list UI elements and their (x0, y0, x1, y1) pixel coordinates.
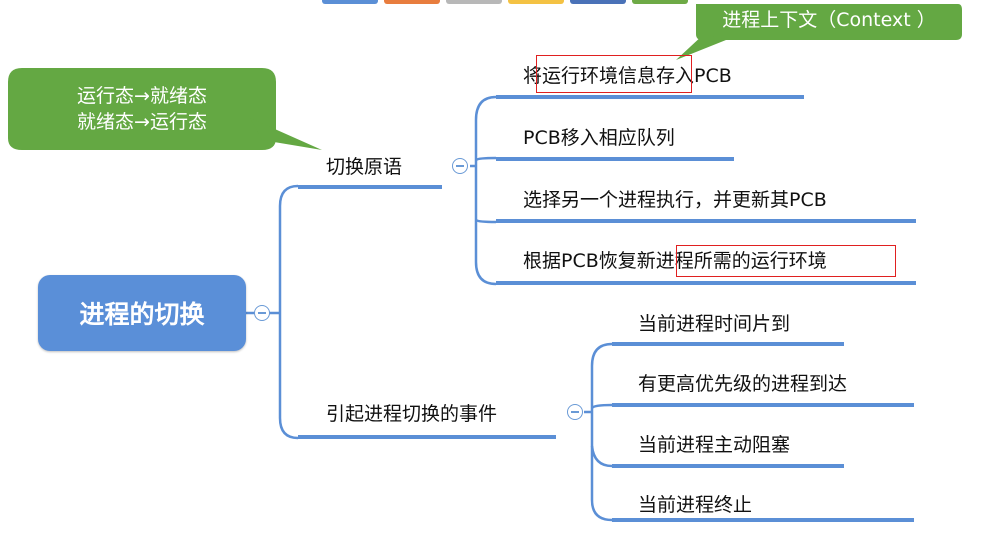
palette-swatch-gray[interactable] (446, 0, 502, 4)
root-collapse-icon[interactable] (254, 305, 270, 321)
highlight-box-required-env (676, 245, 896, 277)
leaf-active-block[interactable]: 当前进程主动阻塞 (638, 434, 791, 456)
leaf-underline (496, 281, 916, 285)
highlight-box-run-env (536, 55, 692, 93)
palette-swatch-blue[interactable] (322, 0, 378, 4)
leaf-terminate[interactable]: 当前进程终止 (638, 494, 753, 516)
leaf-higher-priority[interactable]: 有更高优先级的进程到达 (638, 373, 848, 395)
root-node[interactable]: 进程的切换 (38, 275, 246, 351)
leaf-save-context[interactable]: 将运行环境信息存入PCB (523, 65, 732, 87)
branch-switch-primitive[interactable]: 切换原语 (326, 156, 403, 178)
palette-swatch-darkblue[interactable] (570, 0, 626, 4)
leaf-underline (496, 219, 916, 223)
palette-swatch-orange[interactable] (384, 0, 440, 4)
leaf-restore-context[interactable]: 根据PCB恢复新进程所需的运行环境 (523, 250, 827, 272)
leaf-underline (612, 464, 844, 468)
state-transition-callout: 运行态→就绪态 就绪态→运行态 (8, 83, 276, 135)
branch-underline (298, 185, 442, 189)
palette-swatch-yellow[interactable] (508, 0, 564, 4)
leaf-underline (612, 403, 914, 407)
branch-switch-events[interactable]: 引起进程切换的事件 (326, 403, 498, 425)
callout-line-1: 运行态→就绪态 (77, 85, 207, 107)
leaf-underline (496, 157, 734, 161)
leaf-underline (612, 342, 844, 346)
callout-line-2: 就绪态→运行态 (77, 111, 207, 133)
leaf-underline (496, 95, 804, 99)
branch2-collapse-icon[interactable] (567, 404, 583, 420)
leaf-timeslice[interactable]: 当前进程时间片到 (638, 313, 791, 335)
leaf-select-process[interactable]: 选择另一个进程执行，并更新其PCB (523, 189, 827, 211)
context-callout: 进程上下文（Context ） (722, 9, 936, 31)
leaf-move-pcb[interactable]: PCB移入相应队列 (523, 127, 675, 149)
branch-underline (298, 435, 556, 439)
leaf-underline (612, 518, 914, 522)
branch1-collapse-icon[interactable] (452, 158, 468, 174)
palette-swatch-green[interactable] (632, 0, 688, 4)
